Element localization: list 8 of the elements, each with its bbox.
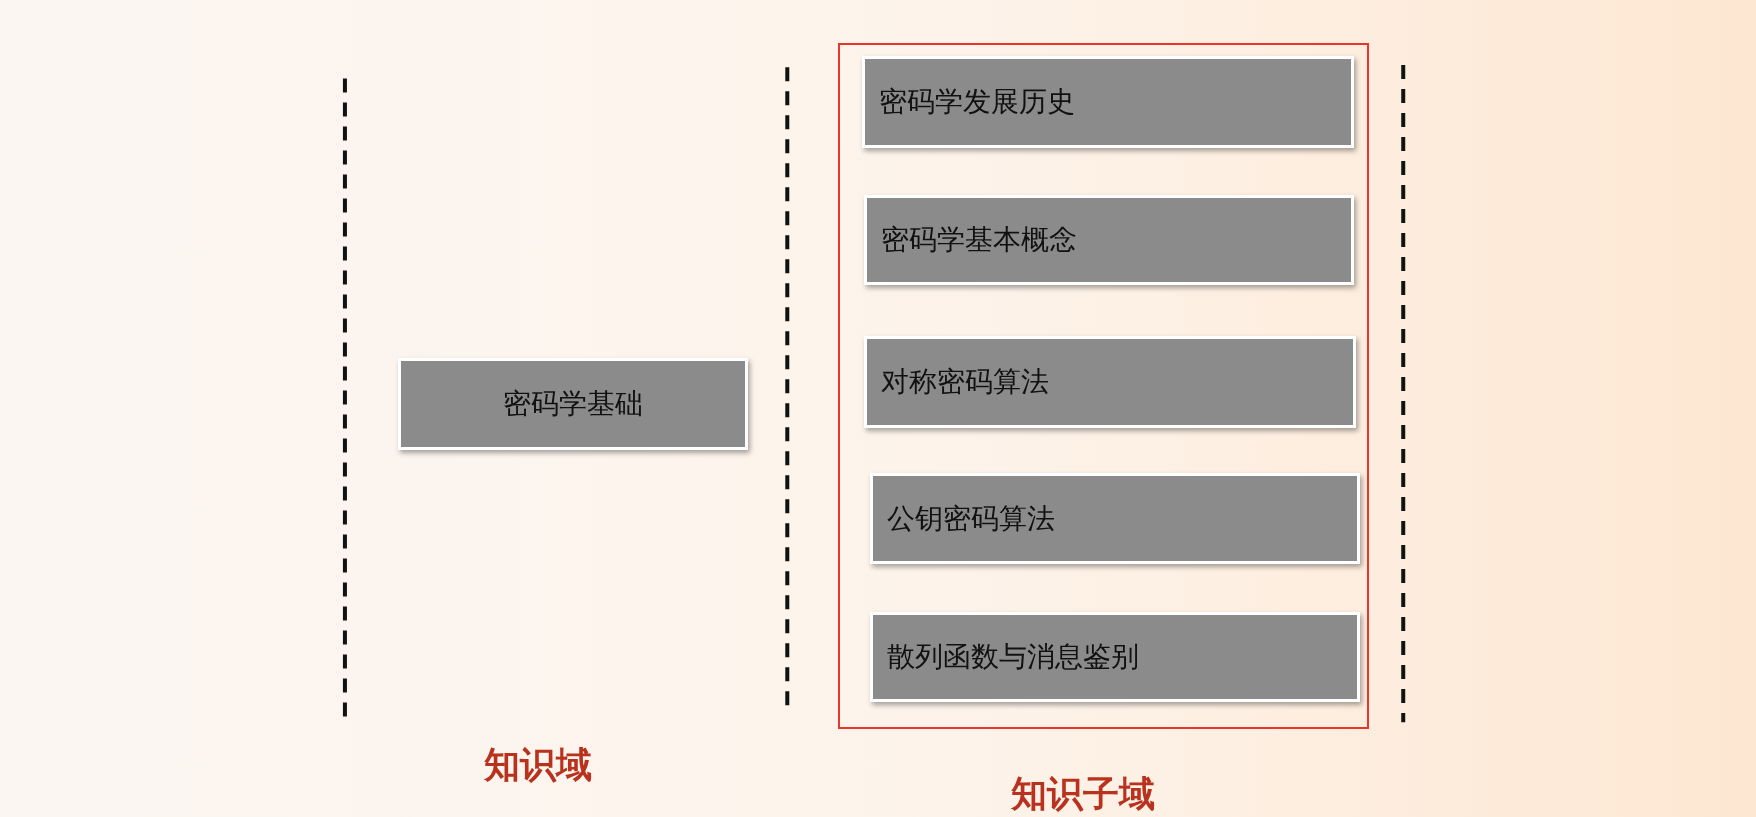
- topic-box: 对称密码算法: [864, 335, 1356, 428]
- domain-label: 知识域: [483, 742, 592, 788]
- topic-box: 密码学基础: [397, 358, 749, 451]
- topic-box: 密码学基本概念: [864, 194, 1354, 286]
- topic-box: 密码学发展历史: [862, 55, 1354, 148]
- topic-box: 散列函数与消息鉴别: [869, 612, 1361, 702]
- topic-box: 公钥密码算法: [869, 473, 1361, 565]
- group-heading: 知识子域: [1010, 771, 1155, 817]
